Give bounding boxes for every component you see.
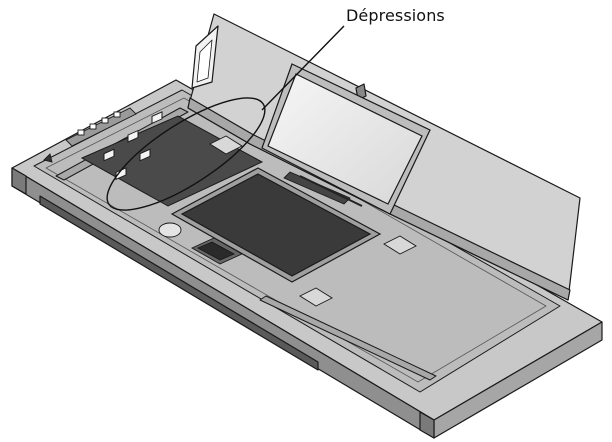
small-pad-3	[209, 135, 243, 155]
frame-square-2	[127, 129, 139, 143]
small-pad-2	[383, 235, 417, 255]
arrow-mark	[43, 153, 53, 163]
front-endcap-right	[419, 411, 435, 439]
depressions-callout	[106, 25, 345, 211]
hinge-bar	[283, 171, 351, 205]
notch-square-1	[77, 129, 85, 136]
upper-film-area	[80, 111, 264, 207]
window-opening	[180, 173, 372, 277]
frame-square-1	[103, 148, 115, 162]
central-window	[170, 167, 382, 283]
small-pad-1	[299, 287, 333, 307]
callout-label-depressions: Dépressions	[346, 6, 445, 25]
notch-square-3	[101, 117, 109, 124]
front-groove	[39, 195, 319, 371]
lid-glass	[261, 63, 431, 215]
notch-square-2	[89, 123, 97, 130]
edge-notches	[43, 107, 137, 163]
tray-details	[158, 135, 417, 307]
frame-square-3	[151, 111, 163, 125]
hinge-pin	[299, 175, 363, 207]
notch-square-4	[113, 111, 121, 118]
round-knob	[158, 222, 182, 238]
tray-ridge-bottom	[259, 295, 437, 381]
clip-detail	[196, 241, 236, 261]
callout-leader-line	[261, 25, 345, 111]
lid-tab-slot	[196, 39, 213, 83]
upper-dark-panel	[80, 115, 264, 207]
glass-pane	[267, 73, 423, 205]
frame-square-5	[139, 148, 151, 162]
front-endcap-left	[11, 167, 27, 195]
notch-strip	[65, 107, 137, 147]
callout-ellipse	[106, 97, 266, 211]
